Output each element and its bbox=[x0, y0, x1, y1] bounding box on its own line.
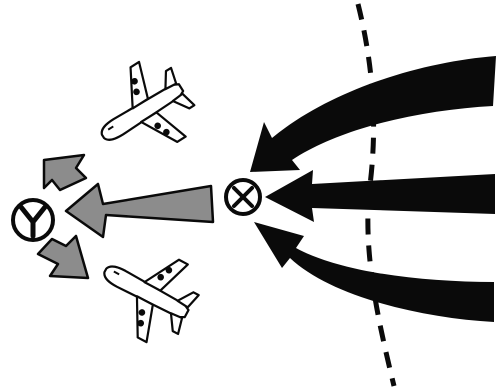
crossed-circle-symbol bbox=[226, 180, 260, 214]
aircraft-bottom-icon bbox=[85, 232, 209, 354]
gray-arrow-down bbox=[38, 236, 88, 278]
y-in-circle-symbol bbox=[13, 200, 53, 240]
gray-arrow-left bbox=[66, 184, 213, 237]
gray-arrow-up bbox=[44, 155, 86, 190]
aircraft-top-icon bbox=[80, 49, 206, 173]
gray-arrows bbox=[38, 155, 213, 278]
black-arrow-middle bbox=[265, 170, 495, 222]
black-arrows bbox=[250, 56, 496, 322]
black-arrow-bottom bbox=[254, 222, 494, 322]
black-arrow-top bbox=[250, 56, 496, 172]
